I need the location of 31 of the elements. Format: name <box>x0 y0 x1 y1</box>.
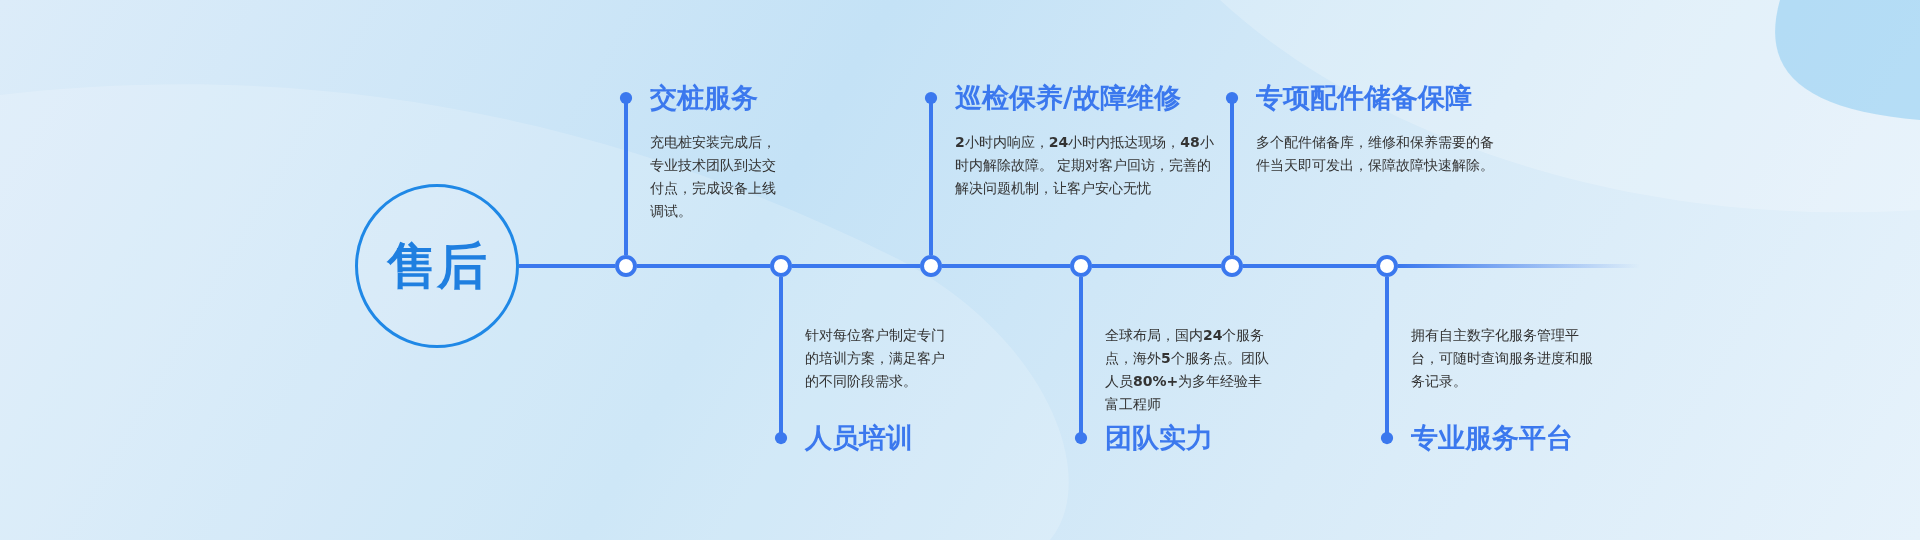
milestone-title: 巡检保养/故障维修 <box>931 80 1181 116</box>
timeline-milestone-circle <box>1070 255 1092 277</box>
hub-title: 售后 <box>387 235 487 297</box>
milestone-description: 拥有自主数字化服务管理平台，可随时查询服务进度和服务记录。 <box>1411 326 1594 391</box>
timeline-milestone-circle <box>920 255 942 277</box>
milestone-title: 人员培训 <box>781 420 913 456</box>
milestone-title: 专项配件储备保障 <box>1232 80 1472 116</box>
milestone-description: 全球布局，国内24个服务点，海外5个服务点。团队人员80%+为多年经验丰富工程师 <box>1105 326 1270 414</box>
connector-line <box>774 277 788 445</box>
timeline-milestone-circle <box>615 255 637 277</box>
timeline-line <box>792 264 920 268</box>
connector-line <box>1074 277 1088 445</box>
timeline-milestone-circle <box>770 255 792 277</box>
milestone-title: 团队实力 <box>1081 420 1213 456</box>
timeline-milestone-circle <box>1376 255 1398 277</box>
milestone-title: 专业服务平台 <box>1387 420 1573 456</box>
timeline-line <box>1243 264 1376 268</box>
milestone-title: 交桩服务 <box>626 80 758 116</box>
timeline-line <box>942 264 1070 268</box>
connector-line <box>1225 91 1239 255</box>
timeline-line <box>637 264 770 268</box>
milestone-description: 针对每位客户制定专门的培训方案，满足客户的不同阶段需求。 <box>805 326 946 391</box>
connector-line <box>924 91 938 255</box>
connector-line <box>1380 277 1394 445</box>
milestone-description: 2小时内响应，24小时内抵达现场，48小时内解除故障。 定期对客户回访，完善的解决问题机制，让客户安心无忧 <box>955 133 1215 198</box>
milestone-description: 多个配件储备库，维修和保养需要的备件当天即可发出，保障故障快速解除。 <box>1256 133 1495 175</box>
timeline-line <box>519 264 615 268</box>
connector-line <box>619 91 633 255</box>
timeline-line <box>1092 264 1221 268</box>
milestone-description: 充电桩安装完成后，专业技术团队到达交付点，完成设备上线调试。 <box>650 133 777 221</box>
timeline-milestone-circle <box>1221 255 1243 277</box>
